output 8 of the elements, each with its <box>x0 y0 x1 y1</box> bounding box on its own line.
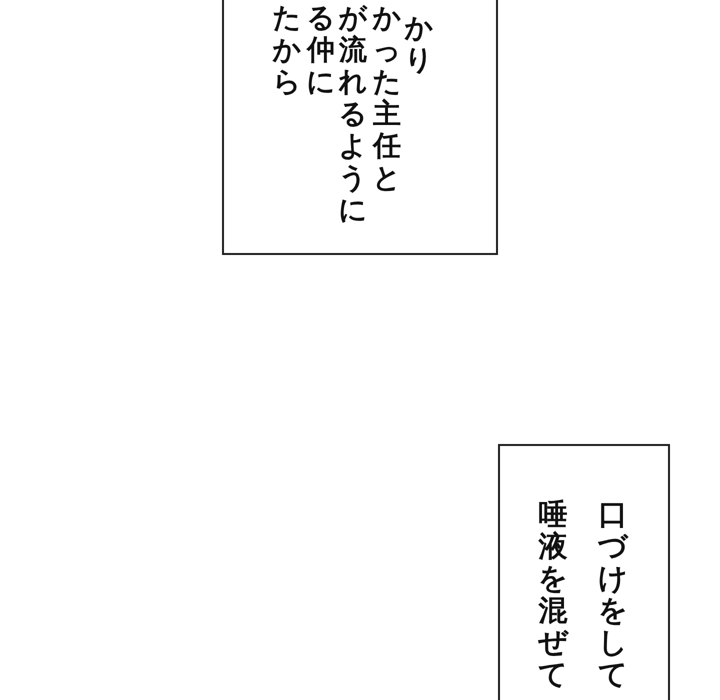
caption-box <box>222 0 498 255</box>
caption-text: る仲に <box>306 2 336 98</box>
caption-text: 口づけをして唾液を混ぜて <box>538 498 628 690</box>
caption-text: が流れるように <box>338 2 368 226</box>
caption-text: たから <box>272 2 302 98</box>
caption-box <box>498 444 670 700</box>
caption-text: かり <box>404 12 434 76</box>
caption-text: かった主任と <box>372 2 402 194</box>
